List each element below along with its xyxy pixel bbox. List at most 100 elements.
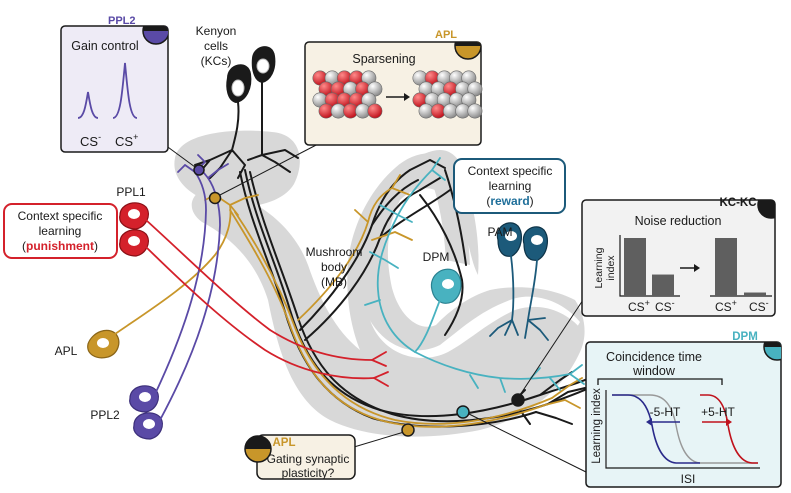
kckc-tag: KC-KC	[719, 197, 756, 209]
dpm-tag: DPM	[732, 331, 758, 343]
noise-bar-3	[715, 238, 737, 296]
sparse-arrowhead	[404, 93, 410, 101]
ball-cluster-after	[412, 70, 483, 119]
apl-calyx-branches	[204, 194, 259, 216]
coinc-xlabel: ISI	[681, 472, 696, 486]
mb-label-1: Mushroom	[306, 245, 363, 259]
coinc-window-bracket	[597, 378, 723, 385]
apl-vertical-fibers	[297, 174, 413, 321]
punishment-box: Context specific learning (punishment)	[3, 203, 118, 259]
noise-tick-4: CS-	[749, 298, 769, 314]
coinc-plus-label: +5-HT	[701, 405, 735, 419]
reward-line2: learning	[489, 179, 532, 193]
ppl2-axon-1	[155, 171, 207, 393]
reward-line3: (reward)	[486, 194, 533, 208]
kc-axon-1	[244, 169, 601, 418]
noise-bar-4	[744, 292, 766, 296]
sparse-title: Sparsening	[352, 52, 415, 66]
noise-bar-1	[624, 238, 646, 296]
noise-tick-3: CS+	[715, 298, 737, 314]
dpm-half-circle-icon	[763, 342, 781, 361]
dpm-label: DPM	[423, 250, 450, 264]
coinc-title-2: window	[632, 364, 676, 378]
apl-lobe-fiber-1	[229, 209, 546, 428]
pam-nucleus-1	[505, 231, 517, 241]
ppl1-label: PPL1	[116, 185, 146, 199]
pam-label: PAM	[487, 225, 512, 239]
kenyon-label-3: (KCs)	[201, 54, 232, 68]
kc-neurite-1	[231, 101, 240, 151]
pam-neurites	[510, 255, 538, 321]
ppl2-nucleus-1	[139, 392, 151, 402]
ppl1-axon-2	[145, 246, 375, 380]
reward-box-frame	[453, 158, 566, 214]
gating-box: APL Gating synaptic plasticity?	[244, 434, 356, 480]
marker-kc-lobe	[511, 393, 525, 407]
kc-nucleus-1	[231, 79, 245, 97]
ppl2-tag: PPL2	[108, 15, 136, 27]
noise-reduction-box: KC-KC Noise reduction Learning index CS+…	[581, 197, 776, 317]
gain-control-box: PPL2 Gain control CS- CS+	[60, 15, 169, 153]
noise-title: Noise reduction	[635, 214, 722, 228]
gating-line2: plasticity?	[282, 466, 335, 480]
kenyon-label-2: cells	[204, 39, 228, 53]
mb-label-3: (MB)	[321, 275, 347, 289]
pam-nucleus-2	[531, 235, 543, 245]
marker-ppl2-calyx	[193, 164, 205, 176]
dpm-horizontal-branches	[414, 351, 585, 393]
noise-tick-2: CS-	[655, 298, 675, 314]
coinc-arrow-left-head	[646, 418, 652, 426]
noise-ylabel-1: Learning	[593, 247, 605, 288]
gain-cs-minus-label: CS-	[80, 132, 101, 149]
mb-label-2: body	[321, 260, 347, 274]
marker-apl-lobe	[401, 423, 415, 437]
noise-bar-2	[652, 274, 674, 296]
apl-tip-branches	[544, 377, 583, 409]
ppl1-branches	[371, 351, 389, 387]
apl-bottom-icon-top	[245, 436, 271, 449]
connector-noise	[517, 299, 584, 399]
ppl1-axon-1	[145, 219, 373, 361]
gating-line1: Gating synaptic	[267, 452, 350, 466]
coinc-axes	[605, 390, 760, 469]
connector-gating	[353, 431, 405, 448]
apl-tag-bottom: APL	[273, 437, 296, 449]
dpm-neuron	[364, 157, 585, 393]
noise-tick-1: CS+	[628, 298, 650, 314]
coinc-title-1: Coincidence time	[606, 350, 702, 364]
coinc-minus-label: -5-HT	[650, 405, 681, 419]
ppl2-neurons	[129, 154, 229, 440]
apl-neuron	[87, 174, 583, 428]
mushroom-body-shape	[174, 130, 585, 437]
mb-lobe-fill	[210, 153, 582, 426]
gain-box-frame	[60, 25, 169, 153]
coinc-curve-base	[612, 394, 758, 464]
callout-connectors	[160, 141, 587, 473]
apl-half-circle-icon	[454, 42, 481, 60]
ppl2-left-label: PPL2	[90, 408, 120, 422]
sparse-box-frame	[304, 41, 482, 146]
punishment-box-frame	[3, 203, 118, 259]
punishment-line2: learning	[39, 224, 82, 238]
ppl1-nucleus-1	[128, 209, 140, 219]
ball-after	[467, 103, 483, 119]
noise-bars	[624, 238, 766, 296]
ppl1-neurons	[119, 202, 389, 387]
ppl2-half-circle-icon	[142, 26, 168, 45]
punishment-line1: Context specific	[18, 209, 103, 223]
ppl1-nucleus-2	[128, 236, 140, 246]
gain-cs-plus-label: CS+	[115, 132, 138, 149]
free-labels: Kenyon cells (KCs) PPL1 APL PPL2 Mushroo…	[55, 24, 513, 422]
kc-nucleus-2	[256, 58, 270, 74]
coinc-box-frame	[585, 341, 782, 488]
apl-axon	[114, 204, 232, 335]
connector-sparse	[217, 141, 323, 197]
kc-vertical-lobe-3	[371, 159, 451, 239]
gain-peak-cs-minus	[77, 91, 99, 119]
dpm-neurite	[414, 299, 441, 353]
marker-apl-calyx	[208, 191, 222, 205]
sparsening-box: APL Sparsening	[304, 29, 483, 146]
coinc-ylabel: Learning index	[591, 388, 603, 464]
kc-vertical-lobe-5	[444, 169, 467, 266]
